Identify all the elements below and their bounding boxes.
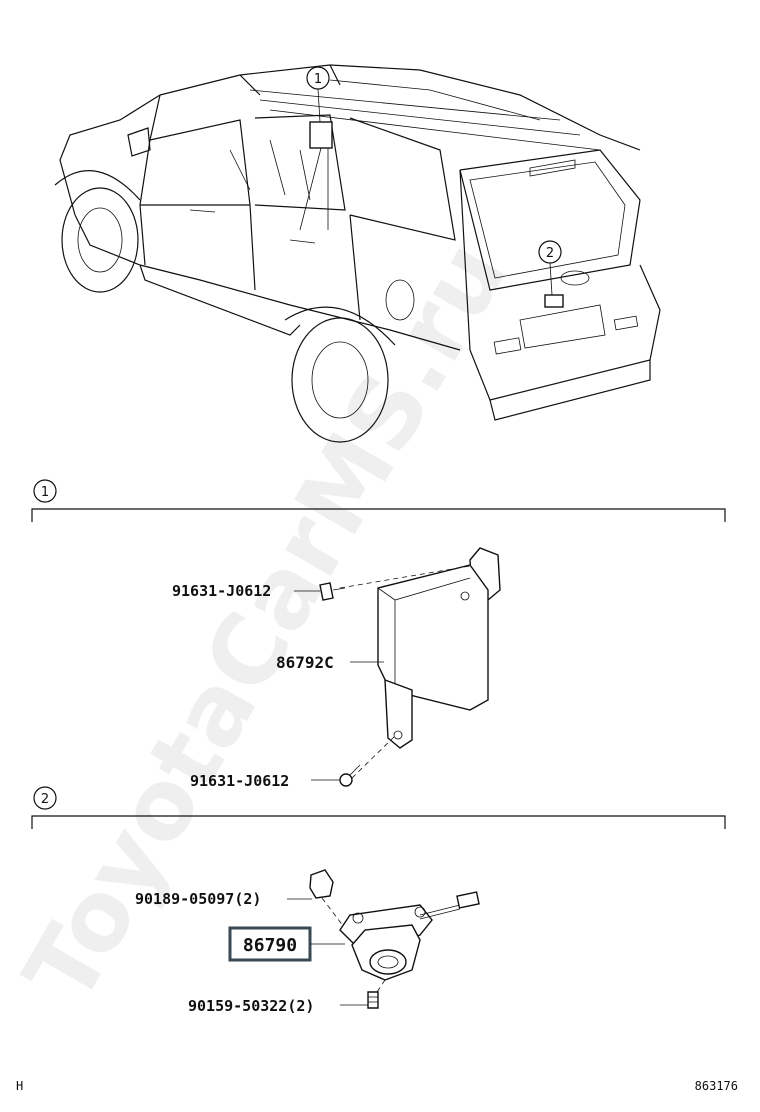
part-label-86790-box[interactable]: 86790: [228, 926, 312, 962]
section-2-bracket: [31, 815, 726, 829]
part-label-86792c[interactable]: 86792C: [276, 653, 334, 672]
section-2-id: 2: [41, 792, 49, 807]
overview-callout-1[interactable]: 1: [306, 66, 330, 123]
section-1-bracket: [31, 508, 726, 522]
ecu-assembly: [339, 547, 501, 779]
section-1-marker[interactable]: 1: [33, 479, 57, 503]
overview-callout-1-label: 1: [314, 72, 322, 87]
part-label-90189-05097[interactable]: 90189-05097(2): [135, 890, 261, 908]
part-label-91631-j0612-bottom[interactable]: 91631-J0612: [190, 772, 289, 790]
footer-left-code: H: [16, 1079, 23, 1093]
vehicle-illustration: [54, 64, 661, 443]
section-1-id: 1: [41, 485, 49, 500]
section-2: 2 90189-05097(2): [31, 786, 726, 1015]
section-2-marker[interactable]: 2: [33, 786, 57, 810]
overview-callout-2-label: 2: [546, 246, 554, 261]
part-label-91631-j0612-top[interactable]: 91631-J0612: [172, 582, 271, 600]
overview-callout-2[interactable]: 2: [538, 240, 562, 296]
part-label-90159-50322[interactable]: 90159-50322(2): [188, 997, 314, 1015]
section-1: 1 91631-J0612 8679: [31, 479, 726, 790]
back-camera-assembly: [339, 891, 480, 981]
highlight-box: [228, 926, 312, 962]
bolt-91631-bottom[interactable]: [339, 764, 361, 787]
bolt-91631-top[interactable]: [319, 582, 346, 601]
footer-right-code: 863176: [695, 1079, 738, 1093]
part-label-86790: 86790: [243, 935, 297, 956]
screw-90159[interactable]: [367, 991, 379, 1009]
clip-90189[interactable]: [309, 869, 334, 899]
